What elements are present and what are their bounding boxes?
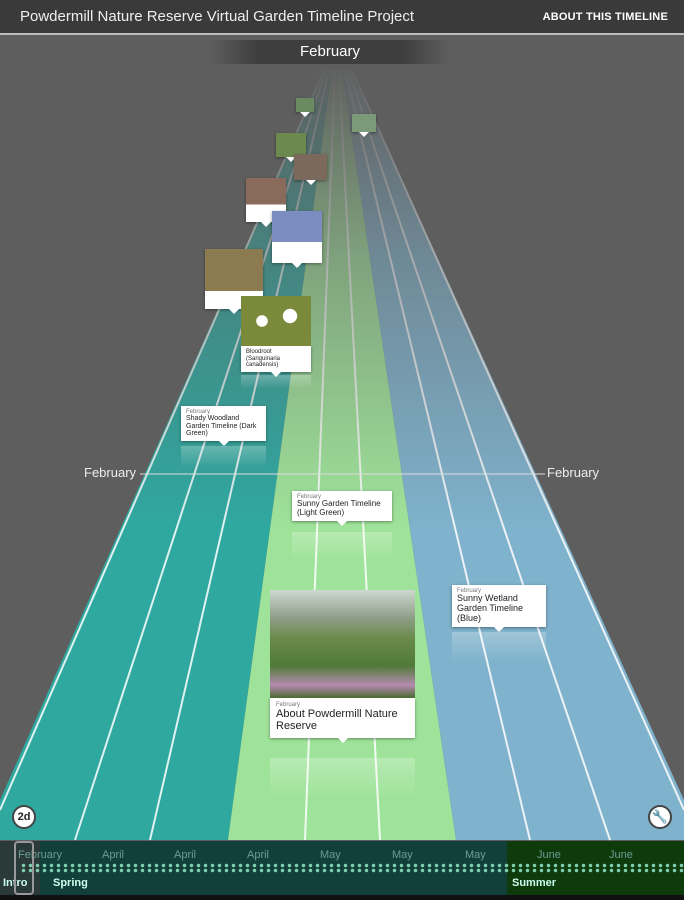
timeline-month: April	[174, 849, 197, 861]
card-date: February	[186, 409, 211, 415]
timeline-month: May	[392, 849, 413, 861]
timeline-month: May	[465, 849, 486, 861]
horizon-month-right: February	[547, 465, 600, 480]
app-title: Powdermill Nature Reserve Virtual Garden…	[20, 8, 415, 25]
timeline-month: April	[102, 849, 125, 861]
card-title: Bloodroot (Sanguinaria canadensis)	[246, 349, 281, 369]
timeline-position-handle[interactable]	[14, 841, 34, 895]
about-timeline-link[interactable]: ABOUT THIS TIMELINE	[542, 10, 668, 23]
event-thumbnail[interactable]	[294, 154, 327, 185]
event-thumbnail[interactable]	[296, 98, 314, 117]
bloodroot-image	[241, 296, 311, 346]
timeline-month: June	[537, 849, 561, 861]
event-card[interactable]	[205, 249, 263, 314]
event-card-shady-woodland[interactable]: February Shady Woodland Garden Timeline …	[181, 406, 266, 447]
card-date: February	[297, 494, 322, 500]
event-card-sunny-wetland[interactable]: February Sunny Wetland Garden Timeline (…	[452, 585, 546, 632]
card-title: Shady Woodland Garden Timeline (Dark Gre…	[186, 415, 257, 438]
event-card-sunny-garden[interactable]: February Sunny Garden Timeline (Light Gr…	[292, 491, 392, 526]
card-date: February	[457, 588, 482, 594]
card-date: February	[276, 702, 301, 708]
event-card-about[interactable]: February About Powdermill Nature Reserve	[270, 590, 415, 744]
view-2d-button[interactable]: 2d	[12, 805, 36, 829]
event-thumbnail[interactable]	[352, 114, 376, 137]
timeline-month: May	[320, 849, 341, 861]
card-title: About Powdermill Nature Reserve	[276, 708, 398, 733]
card-title: Sunny Garden Timeline (Light Green)	[297, 499, 381, 517]
timeline-navigator[interactable]: February April April April May May May J…	[0, 841, 684, 895]
event-card-bloodroot[interactable]: Bloodroot (Sanguinaria canadensis)	[241, 296, 311, 377]
title-bar: Powdermill Nature Reserve Virtual Garden…	[0, 0, 684, 35]
season-spring[interactable]: Spring	[53, 877, 88, 889]
current-month-label: February	[210, 40, 450, 64]
timeline-month: June	[609, 849, 633, 861]
event-thumbnail[interactable]	[276, 133, 306, 162]
timeline-month: April	[247, 849, 270, 861]
card-title: Sunny Wetland Garden Timeline (Blue)	[457, 593, 524, 623]
about-image	[270, 590, 415, 698]
bottom-bar	[0, 895, 684, 900]
event-dots	[20, 863, 684, 873]
horizon-month-left: February	[84, 465, 137, 480]
settings-wrench-icon[interactable]: 🔧	[648, 805, 672, 829]
event-card[interactable]	[272, 211, 322, 268]
timeline-month: February	[18, 849, 63, 861]
season-summer[interactable]: Summer	[512, 877, 557, 889]
